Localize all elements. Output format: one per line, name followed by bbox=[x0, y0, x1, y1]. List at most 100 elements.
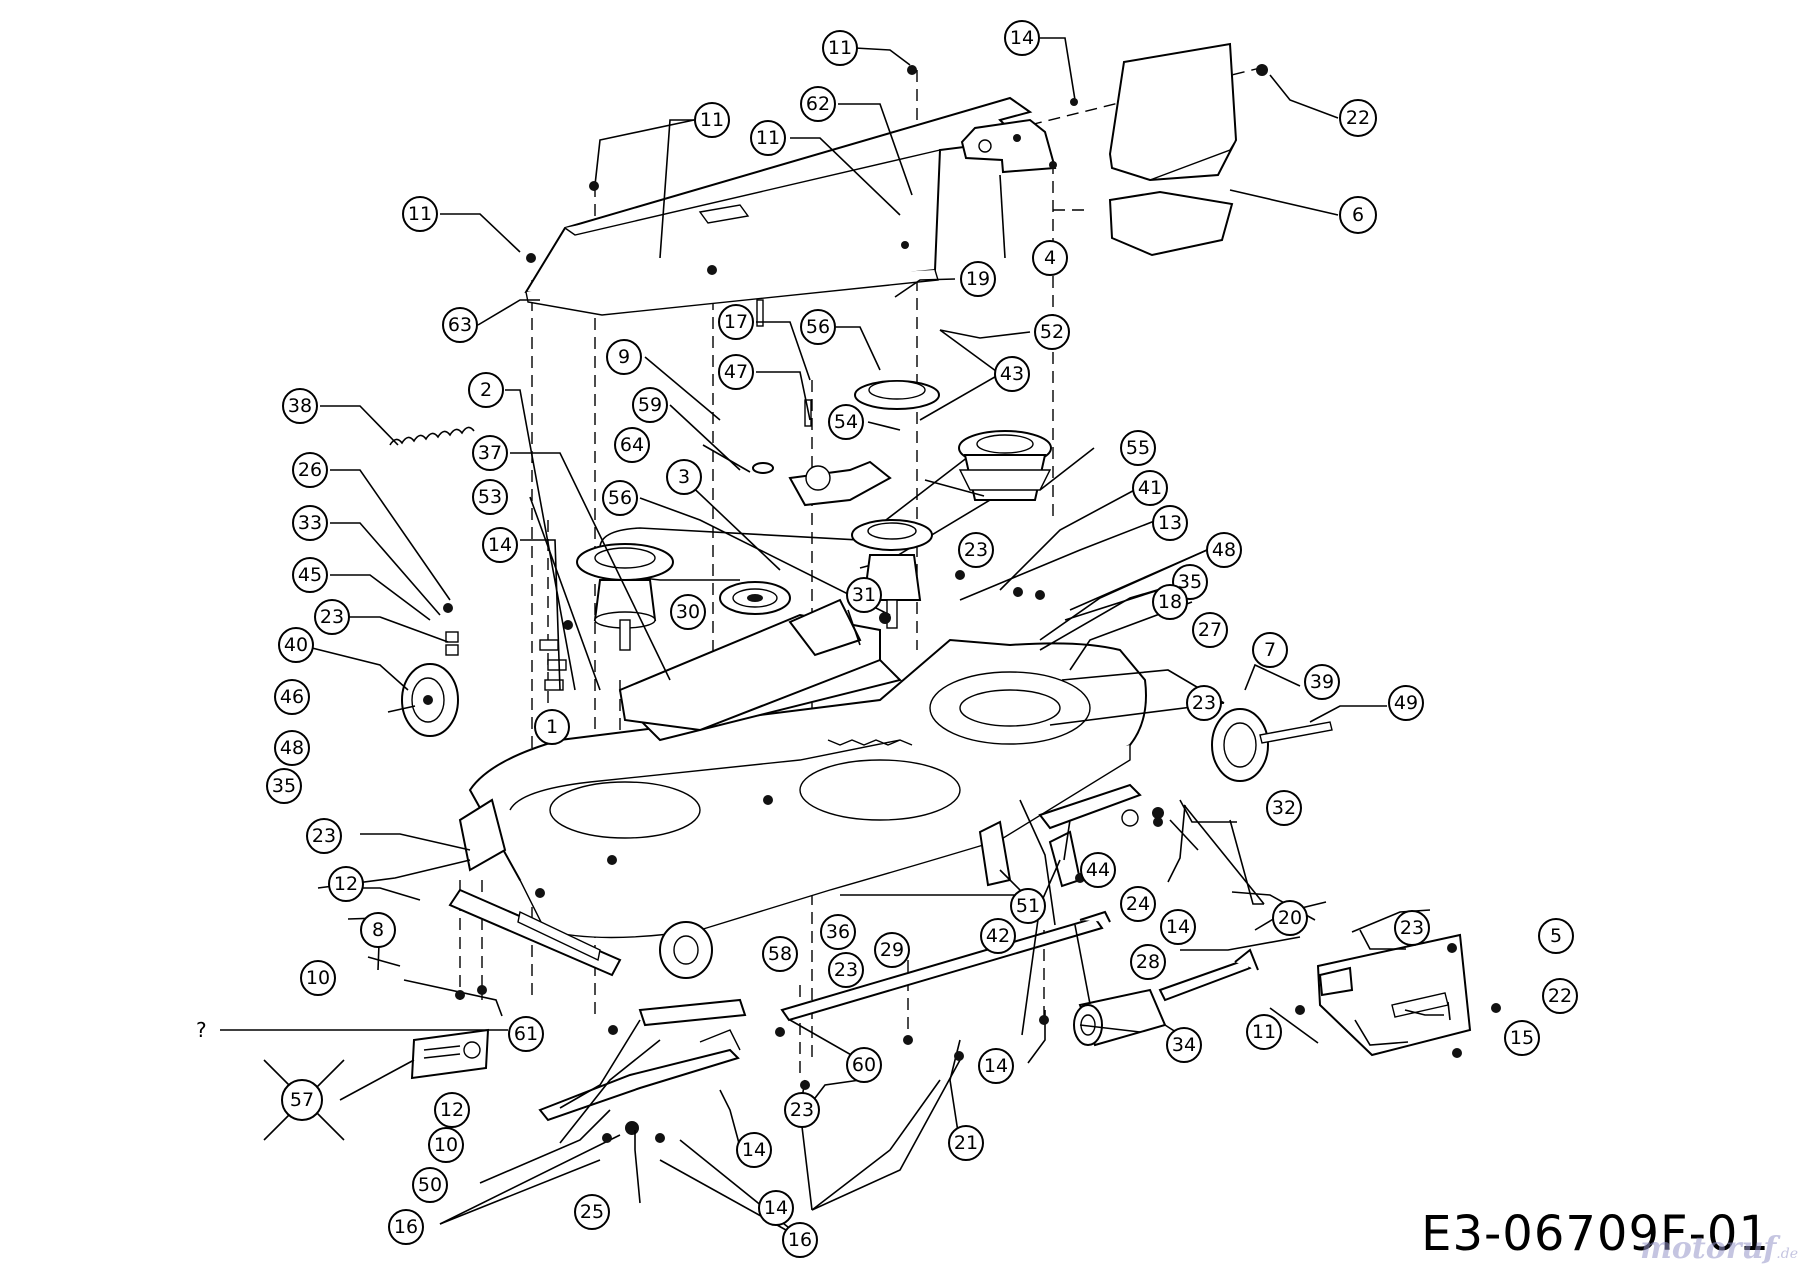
callout-59: 59 bbox=[632, 387, 668, 423]
callout-label: 1 bbox=[546, 716, 558, 738]
callout-40: 40 bbox=[278, 627, 314, 663]
callout-label: 15 bbox=[1510, 1027, 1534, 1049]
callout-label: 18 bbox=[1158, 591, 1182, 613]
callout-label: 44 bbox=[1086, 859, 1110, 881]
callout-22: 22 bbox=[1542, 978, 1578, 1014]
callout-label: 31 bbox=[852, 584, 876, 606]
callout-label: 23 bbox=[320, 606, 344, 628]
discharge-chute bbox=[1108, 42, 1238, 257]
deck-adjust-rod bbox=[1158, 948, 1259, 1002]
callout-14: 14 bbox=[978, 1048, 1014, 1084]
callout-label: 56 bbox=[608, 487, 632, 509]
callout-label: 19 bbox=[966, 268, 990, 290]
callout-11: 11 bbox=[822, 30, 858, 66]
watermark-tld: .de bbox=[1776, 1246, 1798, 1262]
callout-23: 23 bbox=[1186, 685, 1222, 721]
callout-11: 11 bbox=[1246, 1014, 1282, 1050]
callout-14: 14 bbox=[736, 1132, 772, 1168]
callout-label: 41 bbox=[1138, 477, 1162, 499]
callout-61: 61 bbox=[508, 1016, 544, 1052]
callout-label: 32 bbox=[1272, 797, 1296, 819]
callout-label: 14 bbox=[742, 1139, 766, 1161]
callout-2: 2 bbox=[468, 372, 504, 408]
callout-label: 51 bbox=[1016, 895, 1040, 917]
callout-label: 23 bbox=[312, 825, 336, 847]
callout-label: 12 bbox=[440, 1099, 464, 1121]
left-chute-block bbox=[458, 798, 507, 872]
callout-label: 16 bbox=[394, 1216, 418, 1238]
callout-label: 43 bbox=[1000, 363, 1024, 385]
cover-plate bbox=[1316, 933, 1472, 1057]
bracket bbox=[960, 118, 1057, 174]
figure-code: E3-06709F-01 bbox=[1421, 1206, 1770, 1262]
callout-label: 2 bbox=[480, 379, 492, 401]
callout-22: 22 bbox=[1339, 99, 1377, 137]
callout-label: 9 bbox=[618, 346, 630, 368]
callout-label: 14 bbox=[1010, 27, 1034, 49]
callout-label: 27 bbox=[1198, 619, 1222, 641]
callout-30: 30 bbox=[670, 594, 706, 630]
callout-label: 42 bbox=[986, 925, 1010, 947]
callout-1: 1 bbox=[534, 709, 570, 745]
callout-label: 6 bbox=[1352, 204, 1364, 226]
callout-14: 14 bbox=[1160, 909, 1196, 945]
callout-label: 23 bbox=[1192, 692, 1216, 714]
callout-label: 13 bbox=[1158, 512, 1182, 534]
front-roller bbox=[659, 921, 713, 979]
callout-label: 56 bbox=[806, 316, 830, 338]
callout-label: 50 bbox=[418, 1174, 442, 1196]
tension-spring bbox=[389, 426, 475, 446]
callout-62: 62 bbox=[800, 86, 836, 122]
callout-label: 38 bbox=[288, 395, 312, 417]
callout-label: 12 bbox=[334, 873, 358, 895]
callout-64: 64 bbox=[614, 427, 650, 463]
callout-label: 53 bbox=[478, 486, 502, 508]
callout-label: 23 bbox=[964, 539, 988, 561]
callout-7: 7 bbox=[1252, 632, 1288, 668]
callout-label: 40 bbox=[284, 634, 308, 656]
callout-9: 9 bbox=[606, 339, 642, 375]
callout-label: 23 bbox=[790, 1099, 814, 1121]
callout-48: 48 bbox=[1206, 532, 1242, 568]
callout-label: 21 bbox=[954, 1132, 978, 1154]
callout-45: 45 bbox=[292, 557, 328, 593]
callout-23: 23 bbox=[314, 599, 350, 635]
callout-52: 52 bbox=[1034, 314, 1070, 350]
watermark-logo: motoruf.de bbox=[1640, 1231, 1798, 1266]
callout-57: 57 bbox=[281, 1079, 323, 1121]
callout-12: 12 bbox=[434, 1092, 470, 1128]
callout-3: 3 bbox=[666, 459, 702, 495]
callout-label: 5 bbox=[1550, 925, 1562, 947]
front-guard bbox=[448, 888, 622, 977]
callout-label: 35 bbox=[1178, 571, 1202, 593]
spindle-right bbox=[958, 430, 1052, 501]
callout-42: 42 bbox=[980, 918, 1016, 954]
callout-5: 5 bbox=[1538, 918, 1574, 954]
callout-label: 48 bbox=[280, 737, 304, 759]
callout-50: 50 bbox=[412, 1167, 448, 1203]
callout-16: 16 bbox=[388, 1209, 424, 1245]
callout-label: 11 bbox=[700, 109, 724, 131]
callout-54: 54 bbox=[828, 404, 864, 440]
callout-label: 55 bbox=[1126, 437, 1150, 459]
callout-18: 18 bbox=[1152, 584, 1188, 620]
callout-label: 11 bbox=[408, 203, 432, 225]
callout-label: 25 bbox=[580, 1201, 604, 1223]
callout-27: 27 bbox=[1192, 612, 1228, 648]
callout-label: 23 bbox=[834, 959, 858, 981]
callout-46: 46 bbox=[274, 679, 310, 715]
callout-31: 31 bbox=[846, 577, 882, 613]
callout-label: 11 bbox=[1252, 1021, 1276, 1043]
callout-label: 4 bbox=[1044, 247, 1056, 269]
left-wheel bbox=[387, 663, 459, 737]
callout-23: 23 bbox=[1394, 910, 1430, 946]
pulleys bbox=[719, 380, 940, 615]
callout-label: 34 bbox=[1172, 1034, 1196, 1056]
callout-label: 57 bbox=[290, 1089, 314, 1111]
callout-label: 29 bbox=[880, 939, 904, 961]
callout-label: 33 bbox=[298, 512, 322, 534]
callout-44: 44 bbox=[1080, 852, 1116, 888]
callout-label: 23 bbox=[1400, 917, 1424, 939]
callout-53: 53 bbox=[472, 479, 508, 515]
